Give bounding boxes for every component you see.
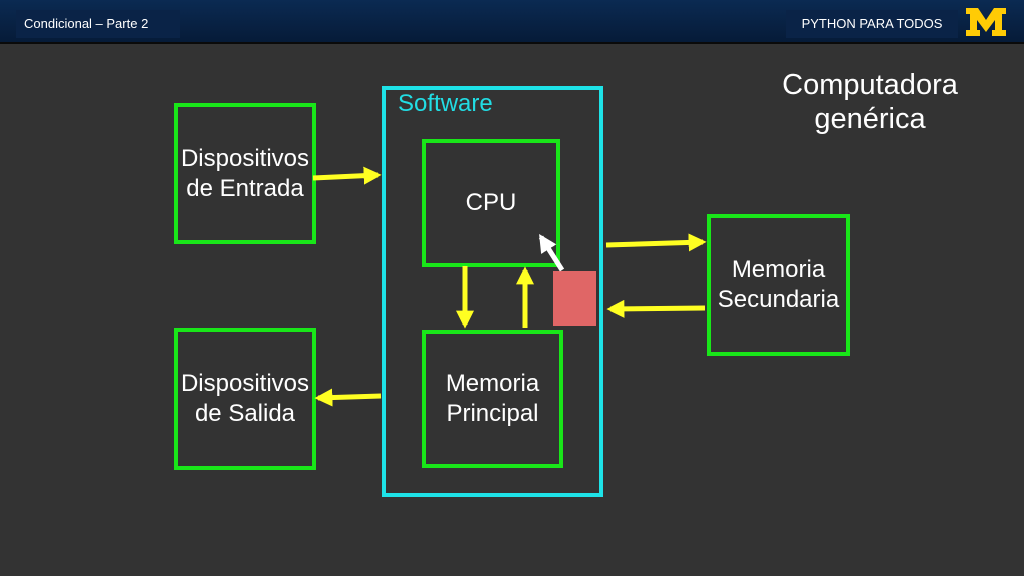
course-name-tag: PYTHON PARA TODOS <box>786 10 958 38</box>
secondary-memory-node: Memoria Secundaria <box>707 214 850 356</box>
title-line-1: Computadora <box>782 69 958 101</box>
arrow-pointer-to-cpu <box>538 233 565 272</box>
secondary-memory-line-1: Memoria <box>731 256 826 283</box>
software-label: Software <box>398 90 493 117</box>
output-devices-line-1: Dispositivos <box>180 370 310 397</box>
output-devices-node: Dispositivos de Salida <box>174 328 316 470</box>
main-memory-line-2: Principal <box>446 400 539 427</box>
arrow-software-to-secondary <box>605 233 707 252</box>
input-devices-line-1: Dispositivos <box>180 144 310 172</box>
lecture-title-tag: Condicional – Parte 2 <box>16 10 180 38</box>
input-devices-line-2: de Entrada <box>186 174 304 202</box>
arrow-software-to-output <box>314 388 382 407</box>
arrow-input-to-software <box>312 166 382 185</box>
highlight-box <box>553 271 596 326</box>
secondary-memory-line-2: Secundaria <box>717 286 840 313</box>
input-devices-node: Dispositivos de Entrada <box>174 103 316 244</box>
cpu-label: CPU <box>465 189 517 216</box>
cpu-node: CPU <box>422 139 560 267</box>
arrow-secondary-to-software <box>606 299 706 318</box>
university-logo-icon <box>966 8 1006 36</box>
title-line-2: genérica <box>814 103 926 135</box>
main-memory-node: Memoria Principal <box>422 330 563 468</box>
main-memory-line-1: Memoria <box>445 370 540 397</box>
software-region <box>382 86 603 497</box>
output-devices-line-2: de Salida <box>194 400 296 427</box>
diagram-title: Computadora genérica <box>770 68 970 136</box>
